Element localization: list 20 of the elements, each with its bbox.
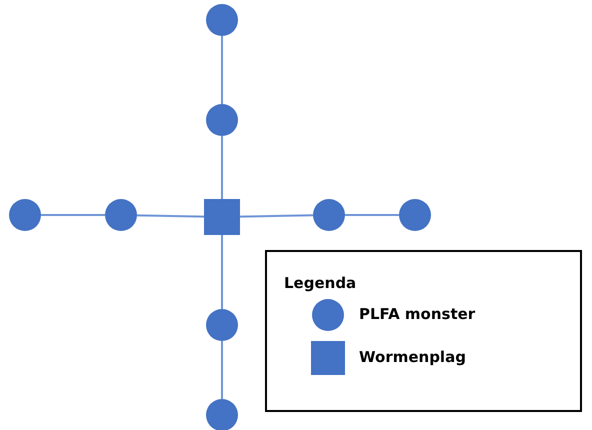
connector-line — [221, 136, 223, 199]
connector-line — [41, 214, 105, 216]
legend-label: Wormenplag — [359, 348, 466, 366]
connector-line — [221, 36, 223, 104]
connector-line — [240, 214, 314, 218]
connector-line — [136, 214, 204, 218]
sample-circle — [313, 199, 345, 231]
connector-line — [345, 214, 399, 216]
legend-heading: Legenda — [284, 274, 356, 292]
sample-circle — [399, 199, 431, 231]
sample-circle — [105, 199, 137, 231]
sample-circle — [206, 4, 238, 36]
sample-square — [204, 199, 240, 235]
sample-circle — [9, 199, 41, 231]
sample-circle — [206, 309, 238, 341]
sample-circle — [206, 399, 238, 430]
sample-circle — [206, 104, 238, 136]
connector-line — [221, 341, 223, 399]
legend-label: PLFA monster — [359, 305, 476, 323]
connector-line — [221, 235, 223, 309]
